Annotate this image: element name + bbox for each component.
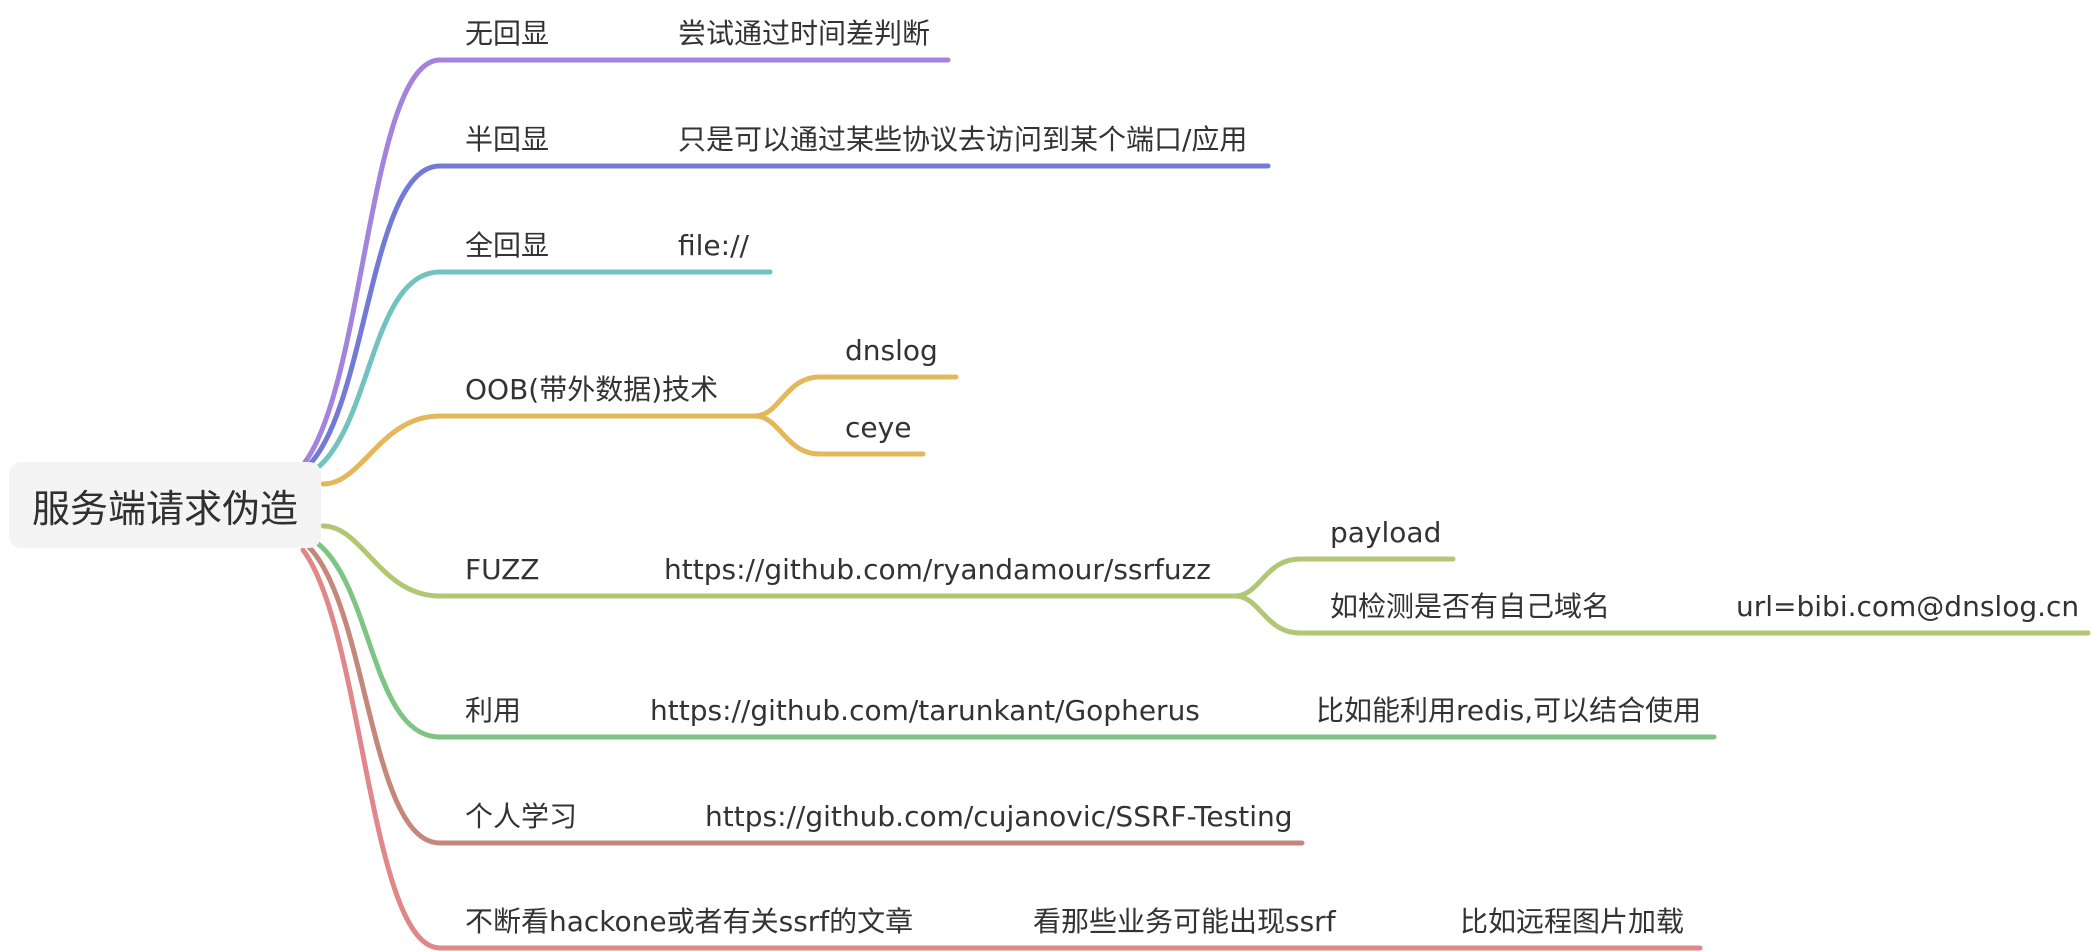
node-label-n6b[interactable]: 比如能利用redis,可以结合使用 [1316,694,1702,727]
branch-connector-n6 [310,537,443,740]
branch-connector-n7 [305,543,443,846]
node-label-n4[interactable]: OOB(带外数据)技术 [465,373,719,406]
node-label-n5[interactable]: FUZZ [465,553,540,586]
node-label-n5d[interactable]: url=bibi.com@dnslog.cn [1736,590,2080,623]
node-label-n3[interactable]: 全回显 [465,229,550,262]
node-label-n8[interactable]: 不断看hackone或者有关ssrf的文章 [465,905,914,938]
fork-connector-n4b [752,413,823,457]
node-label-n2[interactable]: 半回显 [465,123,550,156]
node-label-n6[interactable]: 利用 [465,694,522,727]
branch-connector-n5 [320,523,443,599]
root-label: 服务端请求伪造 [31,486,298,531]
fork-connector-n5b [1232,556,1303,599]
node-label-n4b[interactable]: ceye [845,411,912,444]
node-label-n1a[interactable]: 尝试通过时间差判断 [678,17,931,50]
branch-connector-n8 [300,547,443,951]
branch-connector-n2 [305,163,443,469]
node-label-n3a[interactable]: file:// [678,229,749,262]
node-label-n7[interactable]: 个人学习 [465,800,578,833]
branch-connector-n1 [302,57,443,465]
fork-connector-n4a [752,374,823,419]
node-label-n8b[interactable]: 比如远程图片加载 [1460,905,1685,938]
node-label-n5c[interactable]: 如检测是否有自己域名 [1330,590,1611,623]
node-label-n2a[interactable]: 只是可以通过某些协议去访问到某个端口/应用 [678,123,1248,156]
node-label-n6a[interactable]: https://github.com/tarunkant/Gopherus [650,694,1200,727]
node-label-n5b[interactable]: payload [1330,516,1442,549]
node-label-n5a[interactable]: https://github.com/ryandamour/ssrfuzz [664,553,1211,586]
node-label-n8a[interactable]: 看那些业务可能出现ssrf [1033,905,1336,938]
root-node[interactable]: 服务端请求伪造 [9,462,321,548]
branch-connector-n3 [309,269,443,475]
node-label-n1[interactable]: 无回显 [465,17,550,50]
fork-connector-n5c [1232,593,1303,636]
node-label-n4a[interactable]: dnslog [845,334,938,367]
node-label-n7a[interactable]: https://github.com/cujanovic/SSRF-Testin… [705,800,1293,833]
branch-connector-n4 [320,413,443,487]
